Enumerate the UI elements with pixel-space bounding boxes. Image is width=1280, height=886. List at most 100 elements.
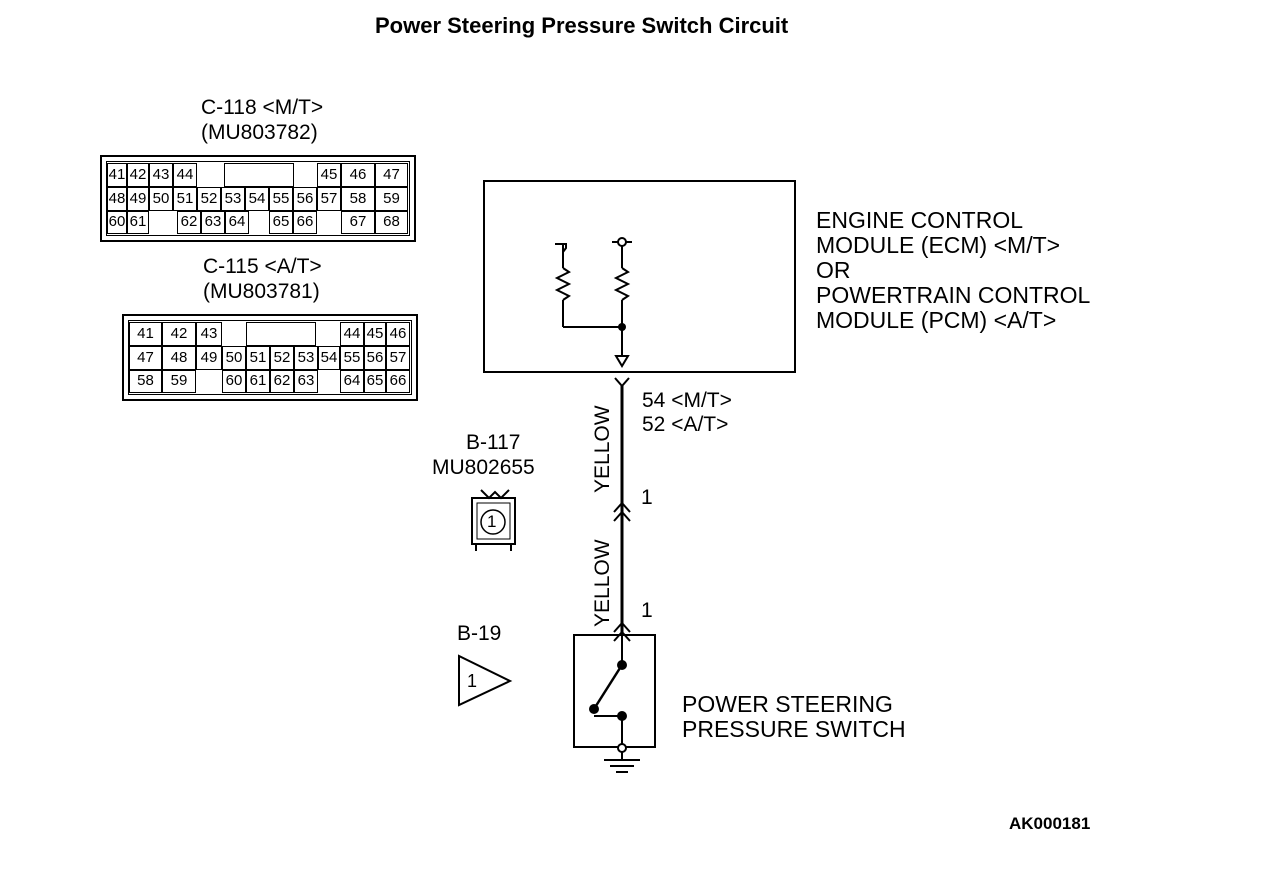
c115-pin: 55 bbox=[343, 349, 361, 366]
c115-pin: 66 bbox=[389, 372, 407, 389]
c118-pin: 63 bbox=[204, 213, 222, 230]
c115-pin: 52 bbox=[273, 349, 291, 366]
c118-pin: 67 bbox=[349, 213, 367, 230]
c118-pin: 53 bbox=[224, 190, 242, 207]
wire-color-lower: YELLOW bbox=[591, 539, 614, 627]
b19-connector-icon bbox=[458, 654, 513, 707]
c118-pin: 44 bbox=[176, 166, 194, 183]
c118-pin: 61 bbox=[129, 213, 147, 230]
c118-pin: 41 bbox=[108, 166, 126, 183]
c115-pin: 57 bbox=[389, 349, 407, 366]
c118-pin: 54 bbox=[248, 190, 266, 207]
c118-pin: 50 bbox=[152, 190, 170, 207]
terminal-label-at: 52 <A/T> bbox=[642, 413, 729, 436]
c118-pin: 55 bbox=[272, 190, 290, 207]
b19-connector-chevrons bbox=[613, 630, 631, 642]
c118-pin: 59 bbox=[383, 190, 400, 207]
c115-pin: 45 bbox=[366, 325, 384, 342]
ecm-terminal-open bbox=[555, 243, 567, 253]
c118-pin: 48 bbox=[108, 190, 126, 207]
c115-pin: 58 bbox=[137, 372, 154, 389]
c118-name: C-118 <M/T> bbox=[201, 96, 324, 119]
b117-pin-ring bbox=[480, 509, 506, 535]
c118-pin: 45 bbox=[320, 166, 338, 183]
c118-pin: 49 bbox=[129, 190, 147, 207]
switch-label-line1: POWER STEERING bbox=[682, 691, 893, 717]
c115-pin: 41 bbox=[137, 325, 154, 342]
b117-latch bbox=[480, 489, 510, 500]
module-label-line4: POWERTRAIN CONTROL bbox=[816, 282, 1091, 308]
pressure-switch-box bbox=[573, 634, 656, 748]
c115-pin: 54 bbox=[320, 349, 338, 366]
c115-connector: 41 42 43 44 45 46 47 48 49 50 51 52 53 5… bbox=[122, 314, 418, 401]
c115-pin: 60 bbox=[225, 372, 243, 389]
ecm-resistor-left bbox=[554, 267, 572, 301]
wire-color-upper: YELLOW bbox=[591, 405, 614, 493]
ecm-input-arrow bbox=[614, 355, 630, 368]
b117-pin-label: 1 bbox=[487, 512, 497, 531]
c118-connector: 41 42 43 44 45 46 47 48 49 50 51 52 53 5… bbox=[100, 155, 416, 242]
c115-pin: 59 bbox=[170, 372, 188, 389]
diagram-title: Power Steering Pressure Switch Circuit bbox=[375, 13, 789, 38]
c118-pin: 52 bbox=[200, 190, 218, 207]
c115-pin: 44 bbox=[343, 325, 361, 342]
c118-pin: 60 bbox=[108, 213, 126, 230]
c118-pin: 56 bbox=[296, 190, 314, 207]
c115-pin: 64 bbox=[343, 372, 361, 389]
c115-pin: 43 bbox=[200, 325, 218, 342]
c115-pin: 56 bbox=[366, 349, 384, 366]
switch-label-line2: PRESSURE SWITCH bbox=[682, 716, 906, 742]
c115-pin: 46 bbox=[389, 325, 407, 342]
c118-blank-slot bbox=[224, 163, 294, 187]
c115-blank-slot bbox=[246, 322, 316, 346]
c118-pin: 43 bbox=[152, 166, 170, 183]
b19-pin-number: 1 bbox=[641, 599, 653, 622]
figure-code: AK000181 bbox=[1009, 814, 1091, 833]
c115-pin: 61 bbox=[249, 372, 267, 389]
c118-pin: 46 bbox=[349, 166, 367, 183]
c118-connector-face bbox=[106, 161, 410, 236]
c115-pin: 63 bbox=[297, 372, 315, 389]
ecm-resistor-right bbox=[613, 267, 631, 301]
c115-pin: 47 bbox=[137, 349, 154, 366]
c115-pin: 51 bbox=[249, 349, 267, 366]
c118-pin: 58 bbox=[349, 190, 367, 207]
b19-name: B-19 bbox=[457, 622, 502, 645]
b117-connector-icon bbox=[471, 497, 516, 545]
c118-pin: 64 bbox=[228, 213, 246, 230]
b117-name: B-117 bbox=[466, 431, 521, 454]
c118-part-number: (MU803782) bbox=[201, 121, 318, 144]
c118-pin: 51 bbox=[176, 190, 194, 207]
c115-pin: 62 bbox=[273, 372, 291, 389]
switch-blade bbox=[592, 667, 622, 710]
b117-connector-chevrons bbox=[613, 510, 631, 522]
c118-pin: 66 bbox=[296, 213, 314, 230]
ecm-supply-terminal bbox=[617, 237, 627, 247]
c118-pin: 57 bbox=[320, 190, 338, 207]
c115-pin: 65 bbox=[366, 372, 384, 389]
b117-part-number: MU802655 bbox=[432, 456, 535, 479]
b19-pin-label: 1 bbox=[467, 671, 478, 691]
switch-ground-terminal bbox=[617, 743, 627, 753]
ecm-pcm-box bbox=[483, 180, 796, 373]
c115-connector-face bbox=[128, 320, 412, 395]
c118-pin: 68 bbox=[383, 213, 400, 230]
c118-pin: 47 bbox=[383, 166, 400, 183]
c118-pin: 42 bbox=[129, 166, 147, 183]
ecm-junction-dot bbox=[618, 323, 626, 331]
c115-pin: 53 bbox=[297, 349, 315, 366]
terminal-label-mt: 54 <M/T> bbox=[642, 389, 732, 412]
switch-pivot bbox=[589, 704, 599, 714]
ecm-terminal-chevron bbox=[614, 377, 630, 388]
c115-part-number: (MU803781) bbox=[203, 280, 320, 303]
c115-pin: 50 bbox=[225, 349, 243, 366]
c118-pin: 62 bbox=[180, 213, 198, 230]
module-label-line5: MODULE (PCM) <A/T> bbox=[816, 307, 1057, 333]
c118-pin: 65 bbox=[272, 213, 290, 230]
switch-contact-top bbox=[617, 660, 627, 670]
module-label-line1: ENGINE CONTROL bbox=[816, 207, 1024, 233]
module-label-line2: MODULE (ECM) <M/T> bbox=[816, 232, 1061, 258]
module-label-line3: OR bbox=[816, 257, 851, 283]
c115-pin: 42 bbox=[170, 325, 188, 342]
